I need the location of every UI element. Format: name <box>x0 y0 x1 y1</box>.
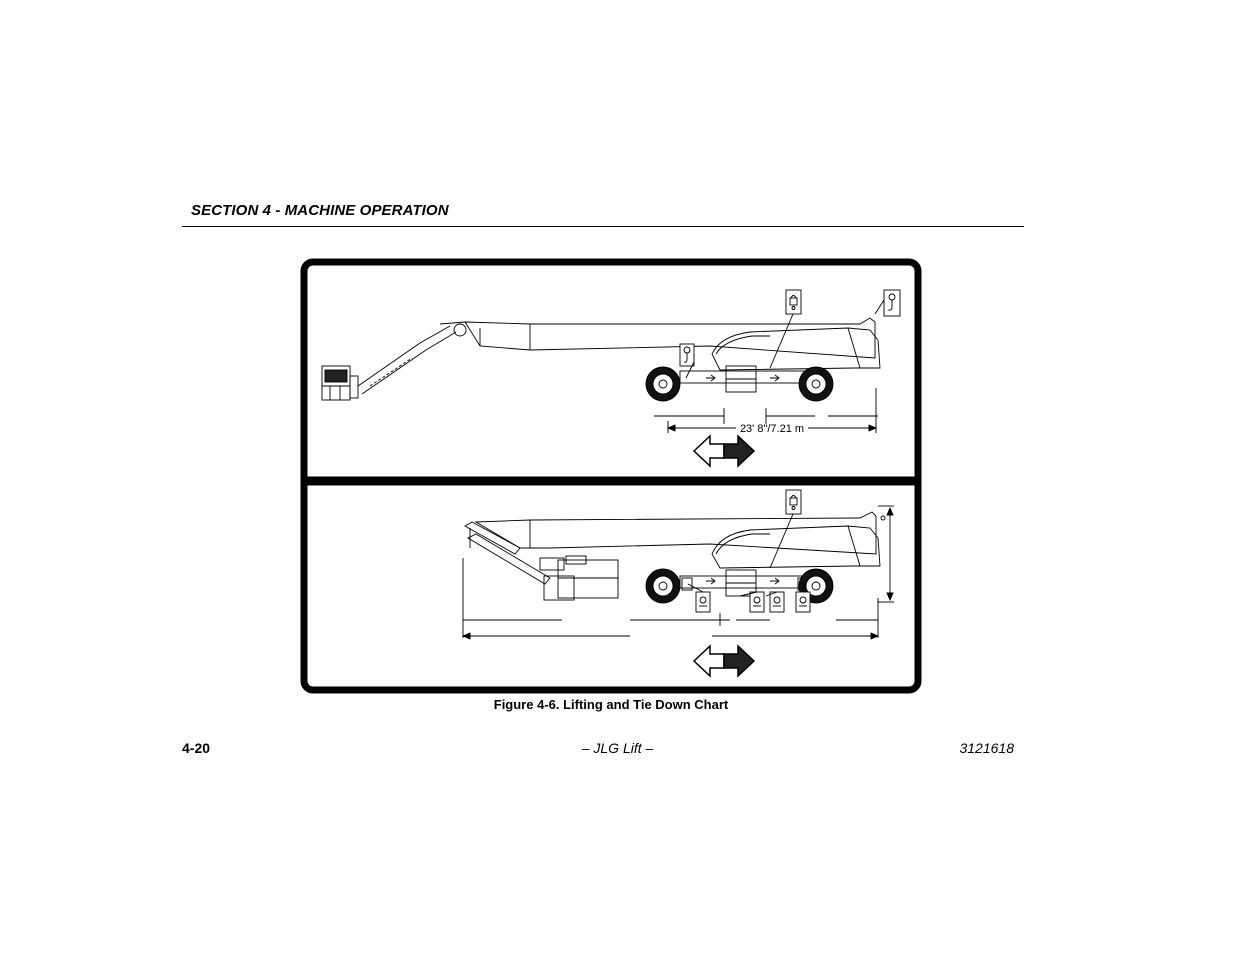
figure-frame <box>300 258 922 694</box>
tie-down-icon-1 <box>695 591 711 613</box>
tie-down-icon-2 <box>749 591 765 613</box>
jib-top <box>357 321 467 395</box>
platform-basket-top <box>321 365 359 401</box>
dimension-label: 23' 8"/7.21 m <box>740 423 804 435</box>
direction-arrow-icon-bottom <box>692 644 756 678</box>
tie-down-icon-3 <box>769 591 785 613</box>
lift-point-icon-2 <box>785 289 802 315</box>
header-rule <box>182 226 1024 227</box>
turntable-top <box>711 327 881 371</box>
main-boom-top <box>464 317 876 359</box>
front-wheel-top <box>645 366 681 402</box>
lift-point-icon-1 <box>679 343 695 367</box>
document-number: 3121618 <box>959 740 1014 756</box>
tie-down-icon-4 <box>795 591 811 613</box>
front-wheel-bottom <box>645 568 681 604</box>
lifting-tie-down-figure: 23' 8"/7.21 m <box>300 258 922 694</box>
bottom-panel-tie-down <box>461 489 894 640</box>
footer-center-text: – JLG Lift – <box>581 740 654 756</box>
figure-caption: Figure 4-6. Lifting and Tie Down Chart <box>493 697 729 712</box>
page-number: 4-20 <box>182 740 211 756</box>
top-panel-lifting <box>321 289 901 433</box>
stowed-jib-bottom <box>464 521 619 601</box>
rear-wheel-top <box>798 366 834 402</box>
lift-point-icon-4 <box>785 489 802 515</box>
section-title: SECTION 4 - MACHINE OPERATION <box>191 202 449 219</box>
dimension-lines-bottom <box>461 505 894 640</box>
turntable-bottom <box>711 525 881 569</box>
lift-point-icon-3 <box>883 289 901 317</box>
dimension-lines-top <box>654 388 878 433</box>
direction-arrow-icon-top <box>692 434 756 468</box>
